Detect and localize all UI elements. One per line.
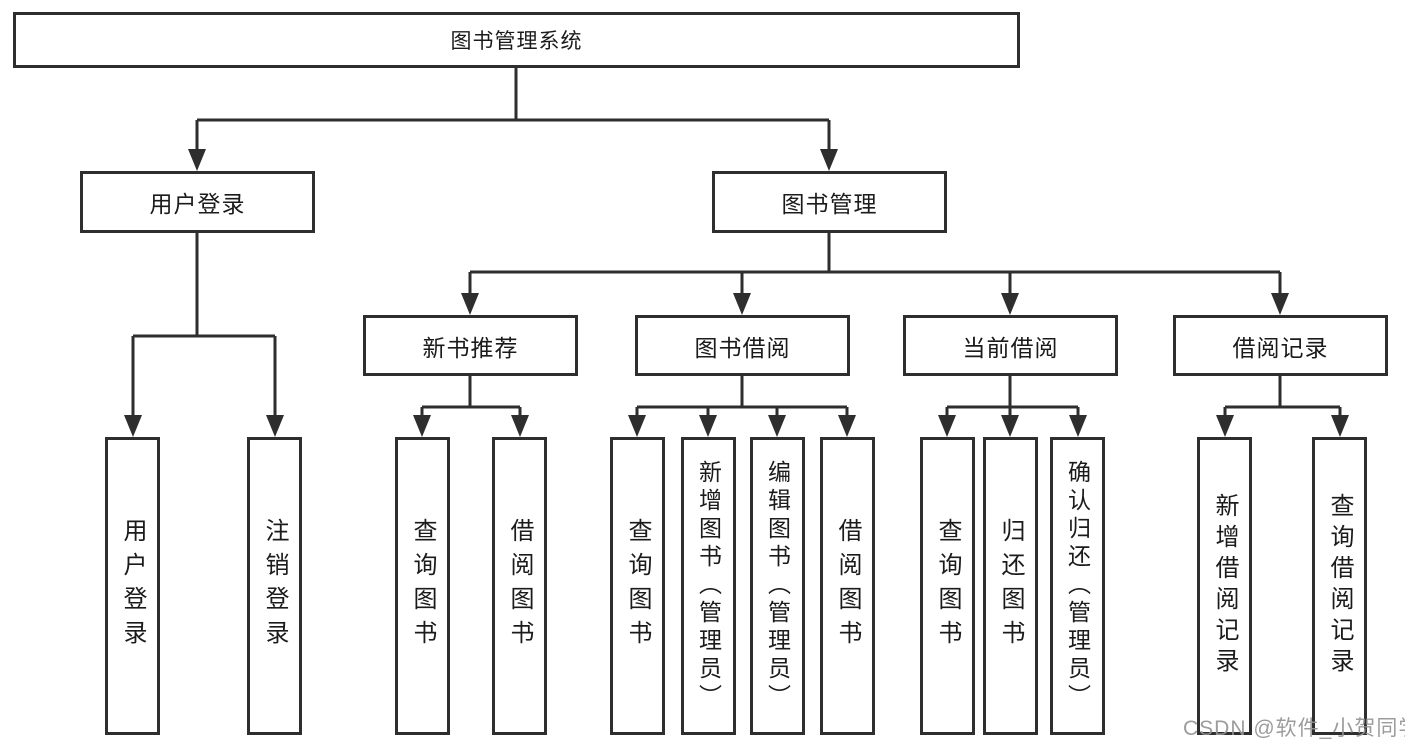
node-label: 编辑图书（管理员） xyxy=(764,460,791,712)
node-label: 用户登录 xyxy=(149,191,246,217)
leaf-query-book-recommend: 查询图书 xyxy=(395,437,450,735)
leaf-query-borrow-record: 查询借阅记录 xyxy=(1312,437,1367,735)
node-book-management: 图书管理 xyxy=(712,171,947,233)
node-label: 图书管理 xyxy=(781,191,878,217)
node-label: 查询图书 xyxy=(934,518,961,654)
node-borrow-record: 借阅记录 xyxy=(1173,315,1388,376)
leaf-logout: 注销登录 xyxy=(247,437,302,735)
node-label: 图书管理系统 xyxy=(450,30,583,53)
leaf-confirm-return-admin: 确认归还（管理员） xyxy=(1050,437,1105,735)
leaf-user-login: 用户登录 xyxy=(105,437,160,735)
leaf-query-book-borrow: 查询图书 xyxy=(610,437,665,735)
node-label: 注销登录 xyxy=(261,518,288,654)
node-label: 归还图书 xyxy=(997,518,1024,654)
node-label: 确认归还（管理员） xyxy=(1064,460,1091,712)
leaf-borrow-book-recommend: 借阅图书 xyxy=(492,437,547,735)
node-new-book-recommend: 新书推荐 xyxy=(363,315,578,376)
node-label: 查询借阅记录 xyxy=(1326,493,1353,679)
node-label: 新增图书（管理员） xyxy=(695,460,722,712)
node-root: 图书管理系统 xyxy=(13,12,1020,68)
node-current-borrow: 当前借阅 xyxy=(903,315,1118,376)
node-book-borrow: 图书借阅 xyxy=(635,315,850,376)
node-label: 查询图书 xyxy=(409,518,436,654)
node-label: 图书借阅 xyxy=(694,334,791,361)
node-label: 新增借阅记录 xyxy=(1211,493,1238,679)
arrowheads xyxy=(124,149,1349,437)
node-label: 借阅图书 xyxy=(834,518,861,654)
node-label: 借阅图书 xyxy=(506,518,533,654)
watermark: CSDN @软件_小贺同学 xyxy=(1183,717,1405,740)
leaf-add-book-admin: 新增图书（管理员） xyxy=(681,437,736,735)
leaf-edit-book-admin: 编辑图书（管理员） xyxy=(750,437,805,735)
node-label: 查询图书 xyxy=(624,518,651,654)
node-label: 新书推荐 xyxy=(422,334,519,361)
node-user-login: 用户登录 xyxy=(80,171,315,233)
leaf-borrow-book: 借阅图书 xyxy=(820,437,875,735)
node-label: 用户登录 xyxy=(119,518,146,654)
leaf-query-book-current: 查询图书 xyxy=(920,437,975,735)
leaf-return-book: 归还图书 xyxy=(983,437,1038,735)
node-label: 借阅记录 xyxy=(1232,334,1329,361)
node-label: 当前借阅 xyxy=(962,334,1059,361)
connector-paths xyxy=(131,68,1342,418)
leaf-add-borrow-record: 新增借阅记录 xyxy=(1197,437,1252,735)
